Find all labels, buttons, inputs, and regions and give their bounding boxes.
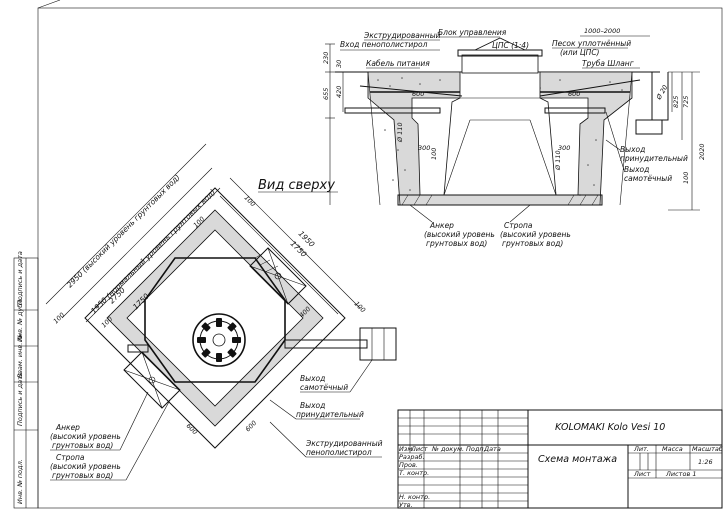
dim-phi110-left: Ø 110 [396,122,404,143]
tb-row-dev: Разраб. [399,453,425,461]
plan-label-sling-2: (высокий уровень [50,462,121,471]
plan-inner [126,229,304,407]
plan-label-forced-outlet: Выход [300,401,325,410]
tb-row-appr: Утв. [399,501,413,509]
tank-lid [474,37,526,51]
title-block: Изм. Лист № докум. Подп. Дата Разраб. Пр… [397,409,723,509]
dim-420: 420 [335,86,343,98]
side-stamp: Подпись и дата Инв. № дубл. Взам. инв. №… [13,251,39,509]
label-gravity-outlet-2: самотёчный [624,174,672,183]
tb-row-check: Пров. [399,461,418,469]
inlet-pipe [344,107,441,114]
plan-label-sling-3: грунтовых вод) [52,471,113,480]
plan-dim-600-b: 600 [244,419,258,433]
tb-sheets: Листов 1 [665,470,696,478]
tb-col-izm: Изм. [399,445,414,453]
tank-neck [461,54,539,74]
dim-30: 30 [335,60,343,68]
plan-outer-pit [84,187,346,449]
dim-100-l: 100 [430,148,438,160]
label-sand-alt: (или ЦПС) [560,48,600,57]
plan-label-anchor: Анкер [55,423,80,432]
dim-600-right: 600 [568,90,580,98]
plan-dim-600-a: 600 [185,422,199,436]
label-sand: Песок уплотнённый [552,39,631,48]
tb-lit: Лит. [633,445,649,453]
tb-col-list: Лист [410,445,428,453]
dim-2020: 2020 [698,143,706,160]
section-view: 230 30 420 655 825 725 2020 100 1000–200… [322,27,706,248]
label-sling-3: грунтовых вод) [502,239,563,248]
base-slab [397,194,603,206]
stamp-inv-dubl: Инв. № дубл. [16,298,24,342]
label-anchor-2: (высокий уровень [424,230,495,239]
plan-anchor-bl [123,351,181,409]
label-input-foam: Вход пенополистирол [340,40,428,49]
label-extruded: Экструдированный [363,31,441,40]
tb-scale-label: Масштаб [692,445,723,453]
label-gravity-outlet: Выход [624,165,649,174]
plan-outlet-pipe [284,339,368,349]
plan-label-forced-outlet-2: принудительный [296,410,364,419]
tb-col-date: Дата [483,445,501,453]
plan-label-extruded: Экструдированный [305,439,383,448]
outlet-pipe [544,107,606,114]
tb-drawing-name: Схема монтажа [538,454,617,465]
dim-725: 725 [682,96,690,108]
dim-600-left: 600 [412,90,424,98]
plan-dim-100-a: 100 [52,311,66,325]
label-pipe-hose: Труба Шланг [582,59,634,68]
label-sling: Стропа [504,221,533,230]
label-tsps: ЦПС (1:4) [492,41,529,50]
tb-product: KOLOMAKI Kolo Vesi 10 [555,422,665,433]
plan-label-anchor-3: грунтовых вод) [52,441,113,450]
stamp-inv-podl: Инв. № подл. [16,459,24,504]
tb-col-sign: Подп. [466,445,486,453]
label-forced-outlet: Выход [620,145,645,154]
label-anchor: Анкер [429,221,454,230]
dim-230: 230 [322,52,330,64]
plan-dim-100-e: 100 [353,300,367,314]
dim-100-r: 100 [682,172,690,184]
dim-300-right: 300 [558,144,570,152]
plan-label-gravity-outlet: Выход [300,374,325,383]
plan-label-gravity-outlet-2: самотёчный [300,383,348,392]
tank-body [443,71,557,196]
plan-label-sling: Стропа [56,453,85,462]
tb-col-doc: № докум. [431,445,464,453]
tb-row-tcontr: Т. контр. [399,469,429,477]
stamp-vzam-inv: Взам. инв. № [16,334,24,378]
plan-manhole [192,313,246,367]
stamp-sign-date-2: Подпись и дата [16,372,24,426]
plan-label-extruded-2: пенополистирол [306,448,372,457]
dim-1000-2000: 1000–2000 [584,27,620,35]
tb-scale: 1:26 [698,458,713,466]
stamp-sign-date-1: Подпись и дата [16,251,24,305]
label-power-cable: Кабель питания [366,59,430,68]
plan-anchor-tr [249,247,307,305]
label-control-block: Блок управления [438,28,507,37]
dim-655: 655 [322,88,330,100]
plan-dim-100-d: 100 [243,194,257,208]
dim-300-left: 300 [418,144,430,152]
view-title: Вид сверху [258,178,335,193]
dim-phi110-right: Ø 110 [554,150,562,171]
tb-sheet: Лист [633,470,651,478]
plan-view: 2950 (высокий уровень грунтовых вод) 275… [45,143,397,481]
plan-label-anchor-2: (высокий уровень [50,432,121,441]
label-anchor-3: грунтовых вод) [426,239,487,248]
label-sling-2: (высокий уровень [500,230,571,239]
tb-mass: Масса [662,445,683,453]
tb-row-ncontr: Н. контр. [399,493,430,501]
dim-phi20: Ø 20 [654,84,669,102]
label-forced-outlet-2: принудительный [620,154,688,163]
plan-outlet-box [359,327,397,361]
dim-825: 825 [672,96,680,108]
